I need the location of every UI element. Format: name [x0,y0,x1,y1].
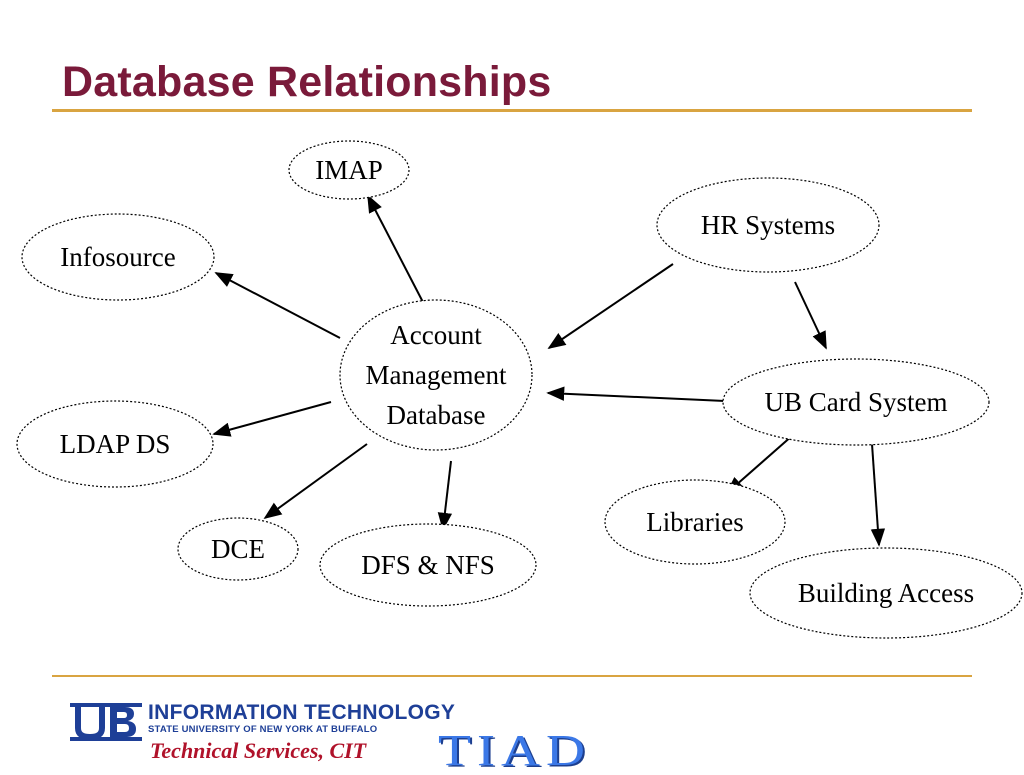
node-label-infosource: Infosource [60,242,175,272]
node-shape-building [749,547,1023,639]
node-label-amd: Database [387,400,486,430]
node-shape-dce [177,517,299,581]
ub-monogram-icon [70,703,142,741]
node-hr: HR Systems [656,177,880,273]
node-shape-ldap [16,400,214,488]
node-dce: DCE [177,517,299,581]
node-libraries: Libraries [604,479,786,565]
node-imap: IMAP [288,140,410,200]
node-infosource: Infosource [21,213,215,301]
node-label-amd: Management [366,360,507,390]
edge-ubcard-to-libraries [725,434,794,495]
edge-amd-to-dce [263,443,368,520]
edge-amd-to-ldap [212,401,332,437]
footer-logo: INFORMATION TECHNOLOGY STATE UNIVERSITY … [68,698,468,768]
nodes-layer: IMAP HR SystemsInfosourceAccountManagemen… [16,140,1023,639]
edge-hr-to-ubcard [794,281,827,350]
node-label-ubcard: UB Card System [764,387,947,417]
node-label-ldap: LDAP DS [60,429,171,459]
edge-amd-to-dfs [437,460,453,531]
node-shape-infosource [21,213,215,301]
node-ldap: LDAP DS [16,400,214,488]
node-shape-ubcard [722,358,990,446]
footer-divider [52,675,972,677]
node-shape-amd [339,299,533,451]
page-title: Database Relationships [62,58,552,106]
node-label-hr: HR Systems [701,210,835,240]
node-label-dfs: DFS & NFS [361,550,495,580]
edge-amd-to-infosource [214,272,341,339]
edge-hr-to-amd [547,263,674,350]
node-label-amd: Account [390,320,482,350]
node-label-dce: DCE [211,534,265,564]
node-label-libraries: Libraries [646,507,743,537]
node-label-building: Building Access [798,578,974,608]
university-name: STATE UNIVERSITY OF NEW YORK AT BUFFALO [148,724,378,735]
department-name: Technical Services, CIT [150,738,367,763]
tiad-logo: TIAD [438,725,591,775]
node-shape-libraries [604,479,786,565]
node-shape-dfs [319,523,537,607]
node-shape-hr [656,177,880,273]
relationship-diagram: IMAP HR SystemsInfosourceAccountManagemen… [16,140,1023,639]
edge-amd-to-imap [367,194,427,309]
node-shape-imap [288,140,410,200]
edges-layer [212,194,886,547]
node-ubcard: UB Card System [722,358,990,446]
it-brand-text: INFORMATION TECHNOLOGY [148,701,456,724]
node-building: Building Access [749,547,1023,639]
node-label-imap: IMAP [315,155,383,185]
edge-ubcard-to-amd [546,386,726,402]
edge-ubcard-to-building [870,443,886,547]
title-divider [52,109,972,112]
node-dfs: DFS & NFS [319,523,537,607]
